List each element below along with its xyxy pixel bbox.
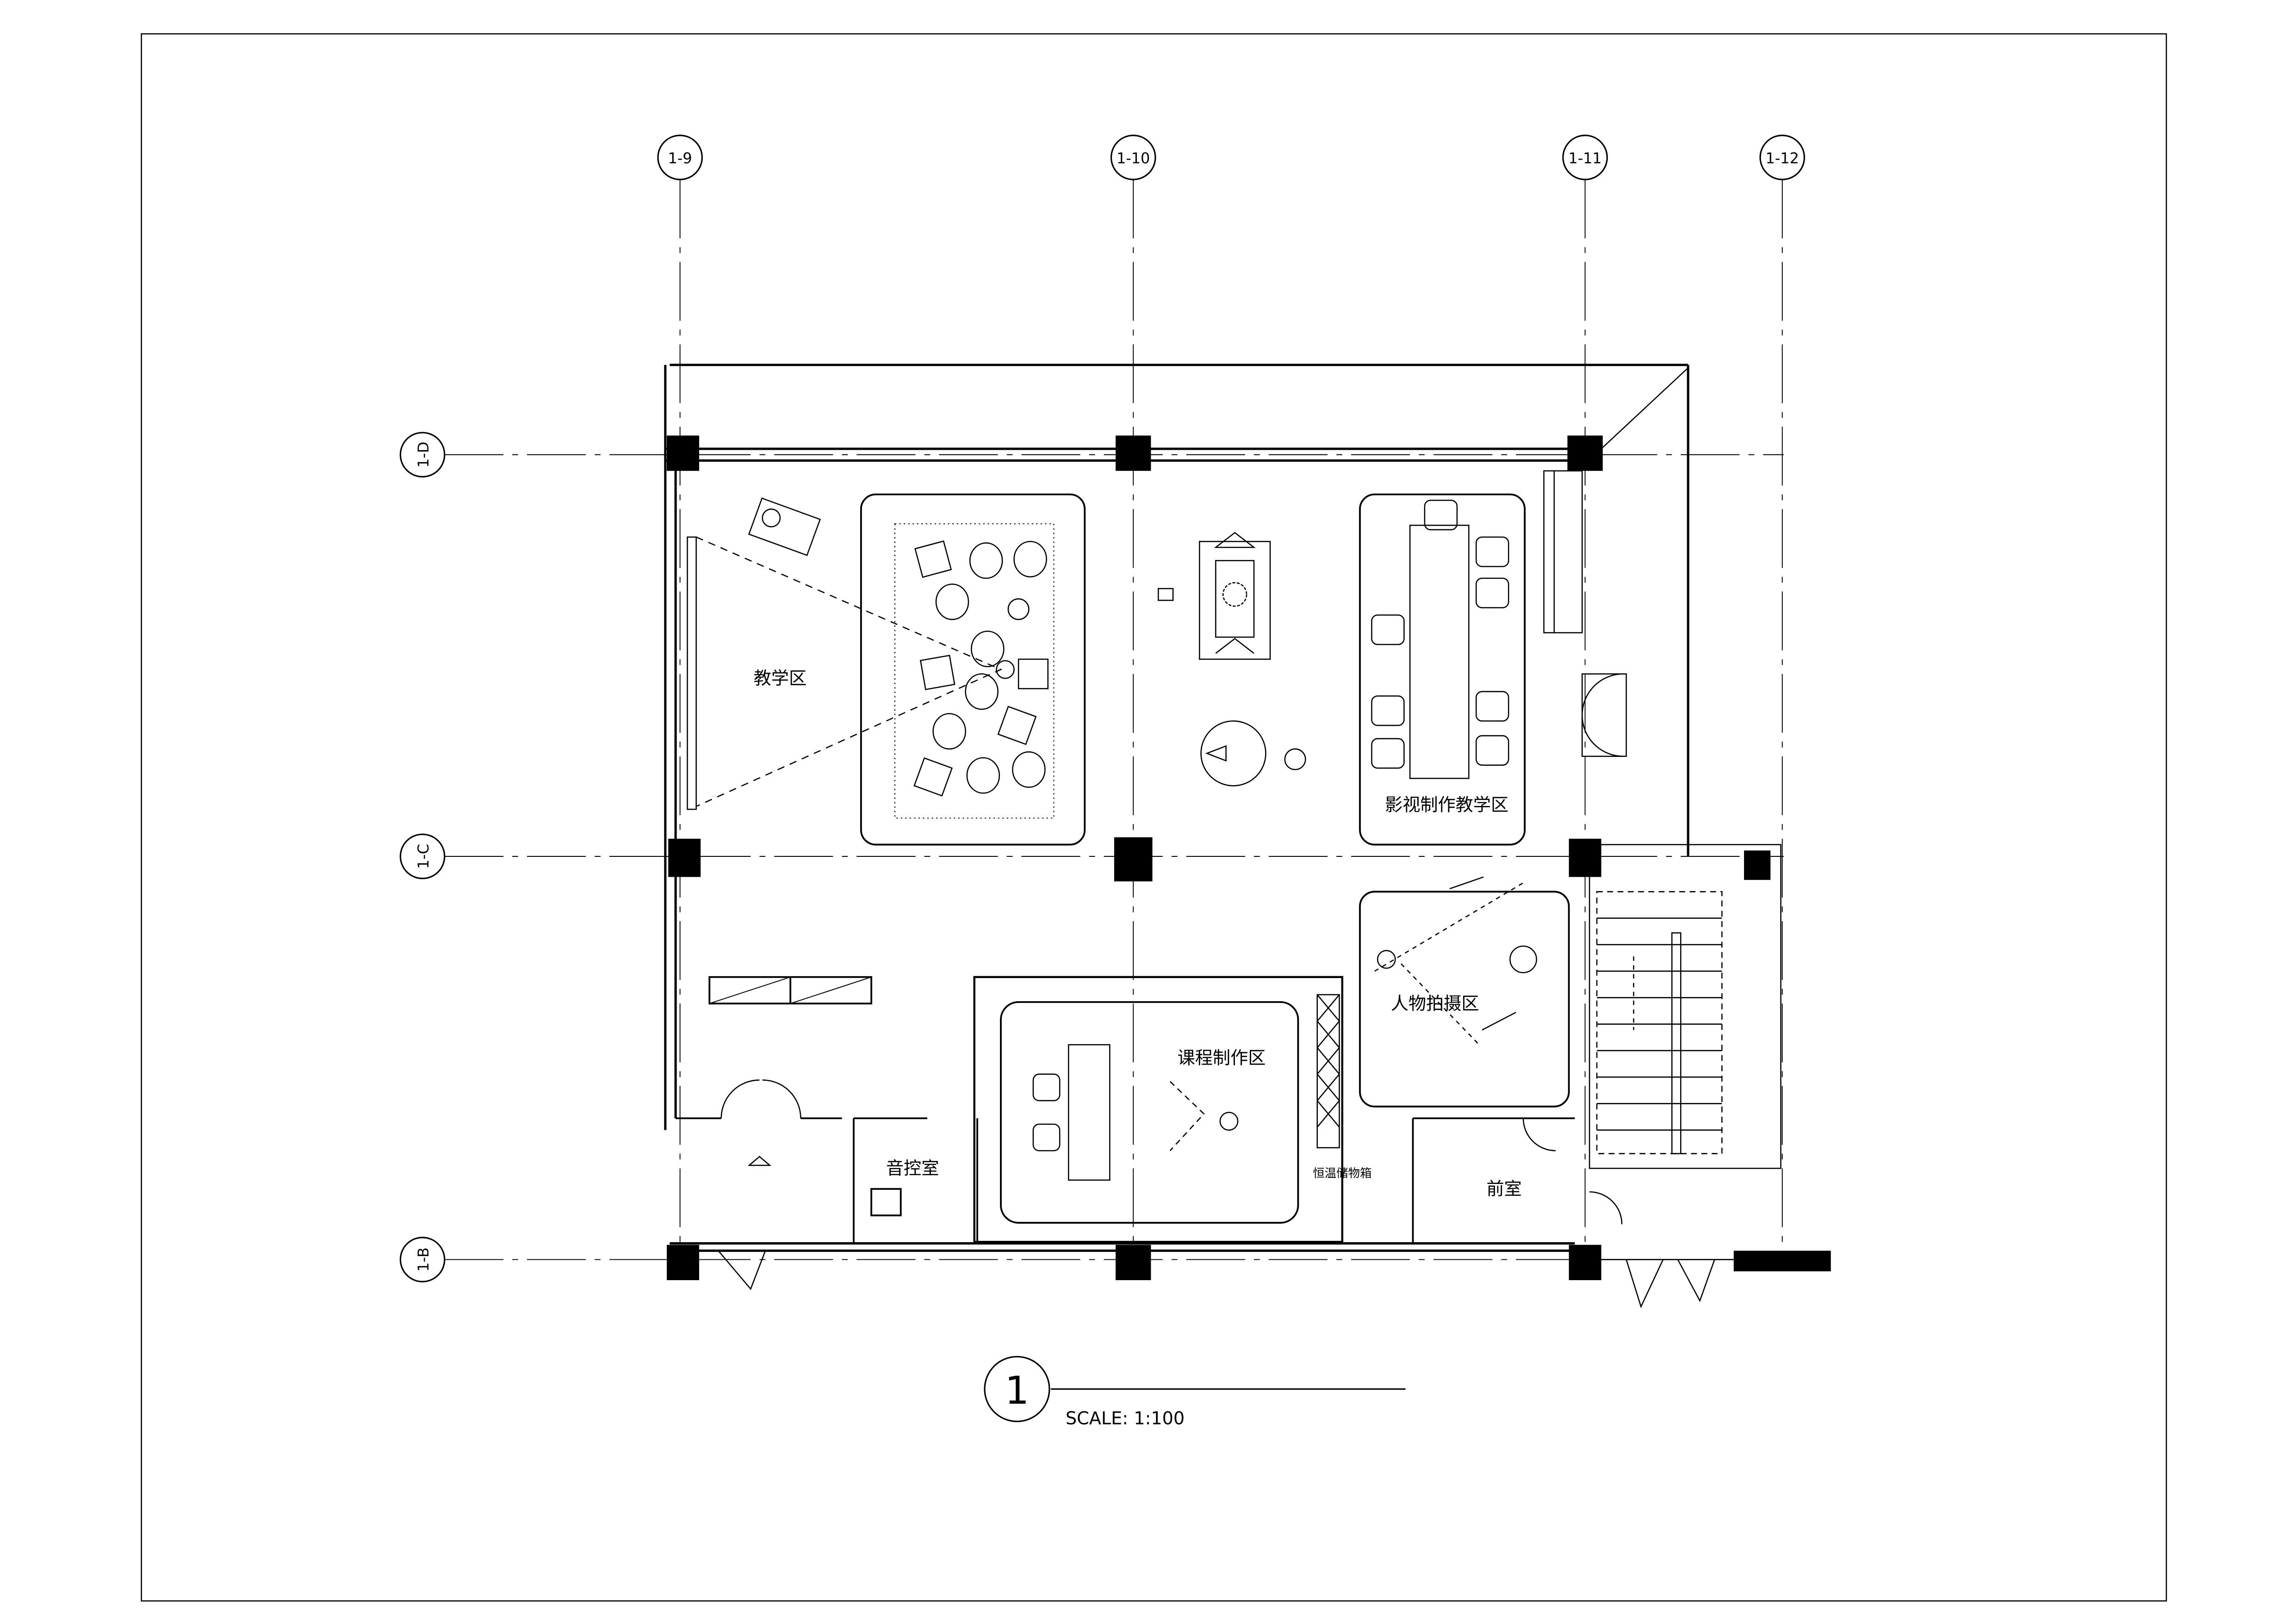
- grid-bubble-row-3: 1-B: [399, 1237, 446, 1282]
- grid-label-row-2: 1-C: [415, 844, 432, 869]
- entry-double-door: [718, 1079, 801, 1290]
- bottom-right-doors: [1586, 1259, 1734, 1308]
- grid-label-row-1: 1-D: [415, 442, 432, 468]
- grid-bubble-col-4: 1-12: [1759, 135, 1806, 180]
- stairwell: [1589, 844, 1781, 1169]
- grid-label-col-1: 1-9: [668, 150, 692, 167]
- structural-columns: [667, 435, 1831, 1280]
- room-label-audio-control: 音控室: [886, 1158, 939, 1178]
- film-teaching-area: 影视制作教学区: [1359, 493, 1526, 846]
- grid-bubble-row-1: 1-D: [399, 432, 446, 478]
- grid-bubble-row-2: 1-C: [399, 833, 446, 880]
- portrait-area: 人物拍摄区: [1359, 876, 1570, 1108]
- room-label-film-teaching: 影视制作教学区: [1385, 794, 1508, 815]
- grid-bubble-col-3: 1-11: [1562, 135, 1608, 180]
- room-label-constant-storage: 恒温储物箱: [1313, 1166, 1371, 1180]
- room-label-course-production: 课程制作区: [1178, 1047, 1266, 1068]
- grid-bubble-col-1: 1-9: [657, 135, 703, 180]
- right-wall-bands: [1543, 470, 1627, 757]
- room-label-teaching: 教学区: [754, 668, 807, 688]
- drawing-number: 1: [1005, 1368, 1030, 1413]
- grid-label-col-2: 1-10: [1117, 150, 1150, 167]
- drawing-scale: SCALE: 1:100: [1066, 1408, 1185, 1429]
- drawing-title-block: 1 SCALE: 1:100: [984, 1356, 1406, 1429]
- course-production-area: 课程制作区 恒温储物箱: [973, 976, 1371, 1243]
- grid-label-col-3: 1-11: [1568, 150, 1601, 167]
- anteroom: 前室: [1412, 1117, 1623, 1244]
- exterior-walls: [664, 364, 1689, 1252]
- grid-bubble-col-2: 1-10: [1110, 135, 1156, 180]
- sheet-border: [141, 33, 2167, 1602]
- room-label-anteroom: 前室: [1486, 1178, 1521, 1199]
- teaching-area: 教学区: [696, 493, 1086, 846]
- room-label-portrait: 人物拍摄区: [1391, 993, 1479, 1014]
- grid-label-col-4: 1-12: [1766, 150, 1799, 167]
- center-stage: [1157, 532, 1306, 787]
- lower-left-walls: 音控室: [676, 976, 978, 1244]
- grid-label-row-3: 1-B: [415, 1247, 432, 1271]
